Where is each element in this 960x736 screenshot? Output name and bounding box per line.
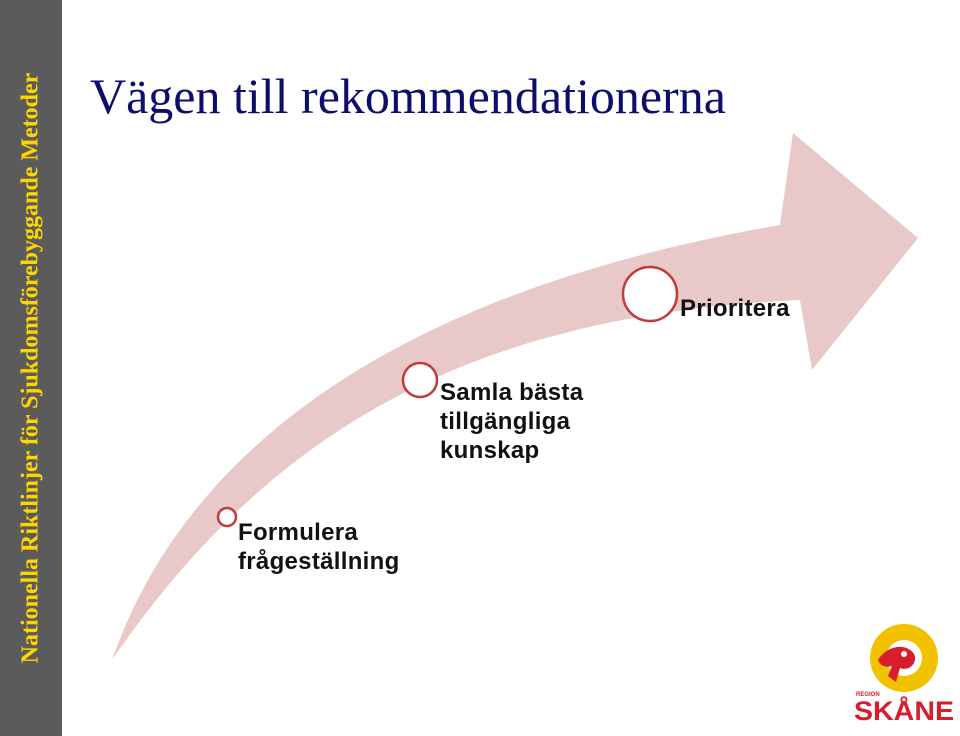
- step-label-line: kunskap: [440, 437, 540, 464]
- step-label-formulera: Formulera frågeställning: [238, 518, 400, 576]
- step-label-line: Samla bästa: [440, 379, 584, 406]
- step-label-line: tillgängliga: [440, 408, 571, 435]
- step-label-prioritera: Prioritera: [680, 294, 790, 323]
- step-label-line: Prioritera: [680, 295, 790, 322]
- logo-name-text: SKÅNE: [854, 695, 954, 726]
- curved-arrow-shape: [112, 133, 918, 660]
- step-marker-1: [216, 506, 238, 528]
- step-label-samla: Samla bästa tillgängliga kunskap: [440, 378, 583, 465]
- griffin-icon: [870, 624, 938, 692]
- side-banner: Nationella Riktlinjer för Sjukdomsföreby…: [0, 0, 62, 736]
- step-marker-3: [621, 265, 679, 323]
- step-marker-2: [401, 361, 439, 399]
- step-label-line: frågeställning: [238, 548, 400, 575]
- step-label-line: Formulera: [238, 519, 359, 546]
- region-skane-logo: REGION SKÅNE: [854, 624, 954, 726]
- slide-title: Vägen till rekommendationerna: [90, 68, 726, 124]
- logo-region-text: REGION: [856, 692, 880, 698]
